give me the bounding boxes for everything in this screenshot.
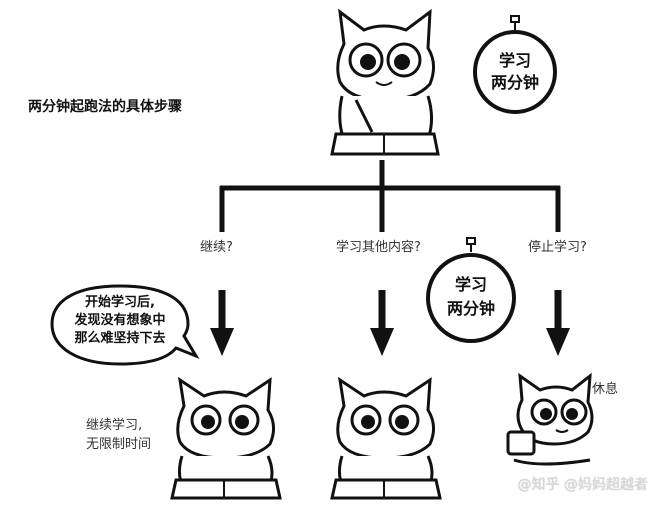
branch-label-other: 学习其他内容? (336, 240, 421, 255)
speech-bubble: 开始学习后, 发现没有想象中 那么难坚持下去 (50, 282, 200, 370)
top-timer-line2: 两分钟 (490, 73, 539, 92)
diagram-title: 两分钟起跑法的具体步骤 (28, 99, 182, 115)
left-note-line1: 继续学习, (86, 418, 143, 433)
cat-other-subject-illustration (330, 376, 442, 500)
middle-timer-line1: 学习 (454, 275, 487, 294)
watermark: @知乎 @妈妈超越者 (517, 477, 648, 493)
stopwatch-icon (473, 15, 557, 114)
bubble-line1: 开始学习后, (85, 295, 155, 310)
rest-note: 休息 (592, 382, 619, 397)
top-timer-line1: 学习 (498, 51, 531, 70)
cup-icon (506, 430, 536, 456)
cat-writing-top-illustration (330, 8, 440, 156)
left-note-line2: 无限制时间 (86, 437, 152, 452)
cat-continue-illustration (170, 376, 282, 500)
arrow-right (546, 290, 570, 356)
bubble-line3: 那么难坚持下去 (74, 331, 166, 346)
arrow-left (210, 290, 234, 356)
branch-label-stop: 停止学习? (528, 240, 587, 255)
stopwatch-icon (426, 237, 516, 343)
speech-bubble-shape (50, 284, 200, 366)
branch-label-continue: 继续? (200, 240, 233, 255)
bubble-line2: 发现没有想象中 (74, 313, 166, 328)
middle-timer-line2: 两分钟 (446, 299, 495, 318)
middle-timer: 学习 两分钟 (424, 236, 518, 344)
cat-resting-illustration (506, 372, 594, 466)
arrow-middle (370, 290, 394, 356)
top-timer: 学习 两分钟 (472, 14, 558, 116)
left-note: 继续学习, 无限制时间 (86, 416, 151, 454)
